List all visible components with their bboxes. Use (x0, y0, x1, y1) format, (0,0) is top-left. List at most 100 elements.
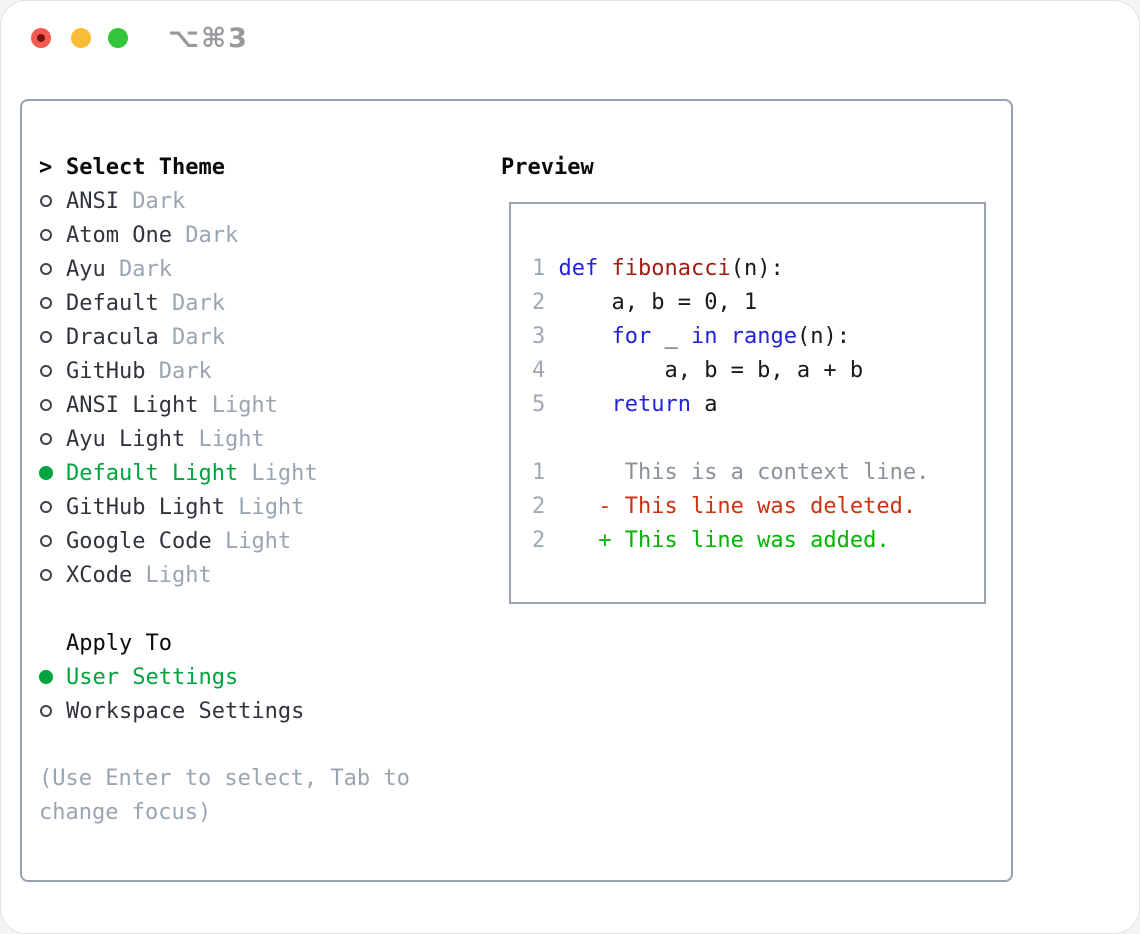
apply-to-option[interactable]: Workspace Settings (39, 694, 449, 728)
theme-option[interactable]: Google Code Light (39, 524, 449, 558)
window-title: ⌥⌘3 (168, 23, 249, 54)
theme-option-label: Google Code (66, 528, 212, 554)
code-token: for (611, 324, 652, 349)
code-token: (n): (730, 256, 784, 281)
radio-icon (39, 195, 66, 207)
select-theme-header: > Select Theme (39, 150, 449, 184)
close-dot-icon (37, 34, 45, 42)
line-number: 1 (532, 460, 546, 485)
apply-to-header: Apply To (39, 626, 449, 660)
theme-option[interactable]: GitHub Light Light (39, 490, 449, 524)
keyboard-hint: (Use Enter to select, Tab to change focu… (39, 766, 410, 825)
theme-option[interactable]: ANSI Dark (39, 184, 449, 218)
radio-icon (39, 331, 66, 343)
select-theme-title: Select Theme (66, 154, 225, 180)
line-number: 2 (532, 290, 559, 315)
theme-option[interactable]: Ayu Light Light (39, 422, 449, 456)
blank-line (532, 422, 984, 456)
theme-option[interactable]: Atom One Dark (39, 218, 449, 252)
apply-to-option-label: User Settings (66, 664, 239, 690)
close-button[interactable] (31, 28, 51, 48)
section-gap (39, 728, 449, 762)
selected-radio-icon (39, 466, 66, 480)
code-line: 3 for _ in range(n): (532, 320, 984, 354)
theme-variant-tag: Light (211, 528, 292, 554)
zoom-button[interactable] (108, 28, 128, 48)
theme-variant-tag: Light (238, 460, 318, 486)
radio-icon (39, 399, 66, 411)
preview-pane: 1 def fibonacci(n): 2 a, b = 0, 1 3 for _ … (509, 202, 986, 604)
diff-line-added: 2 + This line was added. (532, 524, 984, 558)
minimize-button[interactable] (71, 28, 91, 48)
theme-option[interactable]: Default Light Light (39, 456, 449, 490)
line-number: 1 (532, 256, 559, 281)
code-token (559, 324, 612, 349)
theme-variant-tag: Light (224, 494, 305, 520)
code-token: return (611, 392, 691, 417)
section-gap (39, 592, 449, 626)
theme-variant-tag: Dark (158, 324, 225, 350)
theme-option[interactable]: GitHub Dark (39, 354, 449, 388)
selected-radio-icon (39, 670, 66, 684)
theme-variant-tag: Light (185, 426, 265, 452)
radio-icon (39, 229, 66, 241)
theme-option-label: ANSI Light (66, 392, 199, 418)
code-line: 1 def fibonacci(n): (532, 252, 984, 286)
code-token (559, 392, 612, 417)
code-token: in (690, 324, 718, 349)
line-number: 3 (532, 324, 559, 349)
diff-text: - This line was deleted. (545, 494, 917, 519)
focus-caret: > (39, 154, 53, 180)
diff-text: This is a context line. (545, 460, 930, 485)
theme-option-label: ANSI (66, 188, 119, 214)
title-bar: ⌥⌘3 (1, 1, 1139, 99)
apply-to-option[interactable]: User Settings (39, 660, 449, 694)
code-line: 4 a, b = b, a + b (532, 354, 984, 388)
diff-line-deleted: 2 - This line was deleted. (532, 490, 984, 524)
theme-option-label: Ayu Light (66, 426, 186, 452)
theme-option[interactable]: Ayu Dark (39, 252, 449, 286)
diff-text: + This line was added. (545, 528, 890, 553)
theme-option-label: XCode (66, 562, 133, 588)
code-token: range (730, 324, 797, 349)
theme-variant-tag: Dark (145, 358, 212, 384)
line-number: 5 (532, 392, 559, 417)
radio-icon (39, 501, 66, 513)
radio-icon (39, 705, 66, 717)
theme-option[interactable]: Default Dark (39, 286, 449, 320)
theme-option-label: Atom One (66, 222, 172, 248)
theme-option[interactable]: ANSI Light Light (39, 388, 449, 422)
theme-variant-tag: Dark (105, 256, 172, 282)
theme-option-label: Ayu (66, 256, 106, 282)
code-token (717, 324, 730, 349)
theme-variant-tag: Dark (158, 290, 225, 316)
code-token: a, b = b, a + b (558, 358, 864, 383)
theme-option-label: GitHub (66, 358, 146, 384)
code-token: def (558, 256, 599, 281)
code-token: (n): (796, 324, 850, 349)
line-number: 2 (532, 494, 546, 519)
code-token: a (690, 392, 718, 417)
apply-to-option-label: Workspace Settings (66, 698, 305, 724)
code-token: a, b = 0, 1 (558, 290, 758, 315)
code-line: 5 return a (532, 388, 984, 422)
line-number: 4 (532, 358, 559, 383)
preview-title: Preview (501, 154, 594, 180)
line-number: 2 (532, 528, 546, 553)
theme-option-label: Dracula (66, 324, 159, 350)
theme-option-label: Default (66, 290, 159, 316)
theme-variant-tag: Light (132, 562, 212, 588)
theme-option[interactable]: Dracula Dark (39, 320, 449, 354)
theme-option-label: Default Light (66, 460, 239, 486)
theme-option[interactable]: XCode Light (39, 558, 449, 592)
radio-icon (39, 535, 66, 547)
theme-option-label: GitHub Light (66, 494, 225, 520)
code-token: _ (651, 324, 691, 349)
radio-icon (39, 365, 66, 377)
radio-icon (39, 569, 66, 581)
apply-to-title: Apply To (66, 630, 172, 656)
radio-icon (39, 433, 66, 445)
